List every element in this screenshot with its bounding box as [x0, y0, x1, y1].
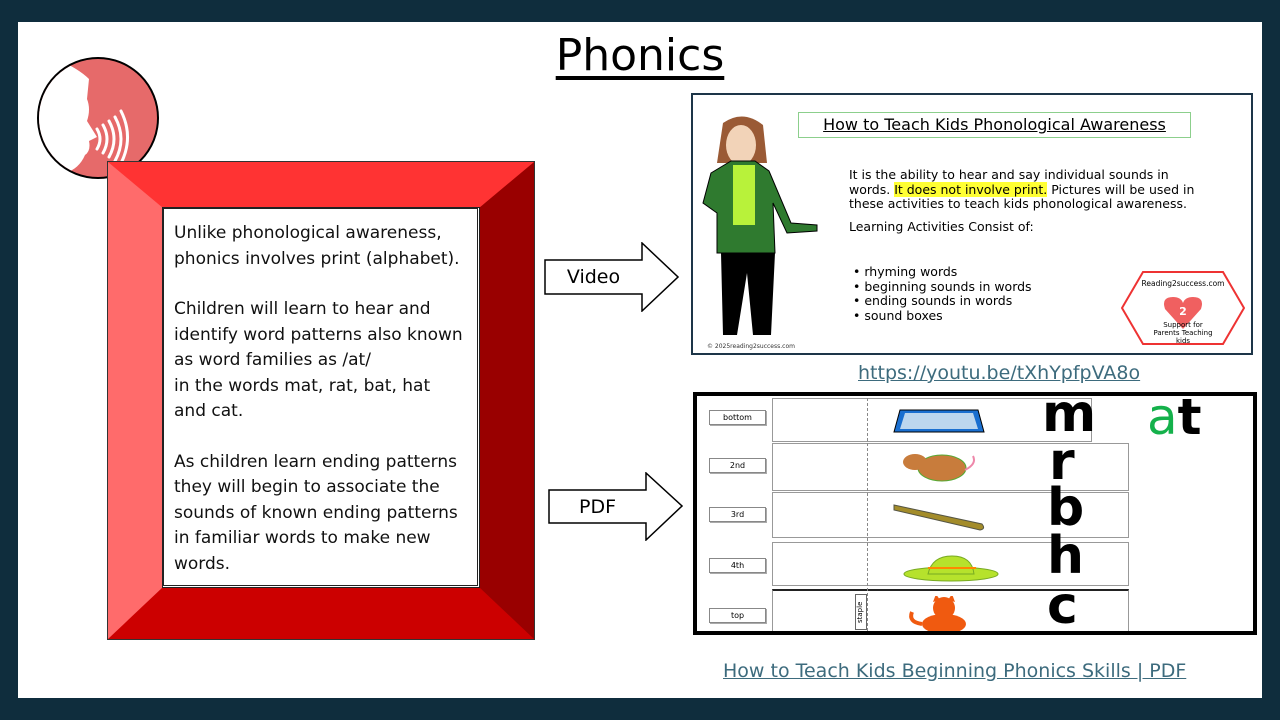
strip-label: bottom — [709, 410, 766, 425]
paragraph: Unlike phonological awareness, phonics i… — [174, 223, 460, 269]
video-arrow: Video — [544, 242, 679, 312]
staple-label: staple — [855, 594, 867, 630]
page-title: Phonics — [555, 30, 725, 81]
description-box: Unlike phonological awareness, phonics i… — [163, 208, 478, 586]
bat-icon — [893, 504, 985, 531]
activities-list: rhyming words beginning sounds in words … — [853, 264, 1032, 324]
activities-heading: Learning Activities Consist of: — [849, 218, 1034, 234]
teacher-illustration — [702, 116, 818, 335]
copyright: © 2025reading2success.com — [707, 343, 795, 350]
letter-m: m — [1042, 392, 1097, 444]
paragraph: Children will learn to hear and identify… — [174, 299, 463, 421]
paragraph: As children learn ending patterns they w… — [174, 451, 458, 574]
pdf-arrow: PDF — [548, 472, 683, 541]
strip — [772, 492, 1129, 538]
pdf-arrow-label: PDF — [578, 495, 617, 518]
video-link[interactable]: https://youtu.be/tXhYpfpVA8o — [858, 362, 1141, 384]
video-title: How to Teach Kids Phonological Awareness — [798, 112, 1191, 138]
list-item: beginning sounds in words — [853, 279, 1031, 295]
red-bevel-frame — [107, 161, 535, 640]
reading2success-logo: Reading2success.com 2 Support for Parent… — [1121, 271, 1245, 345]
video-thumbnail[interactable]: How to Teach Kids Phonological Awareness… — [691, 93, 1253, 355]
rat-icon — [903, 454, 975, 482]
video-description: It is the ability to hear and say indivi… — [849, 167, 1209, 234]
list-item: rhyming words — [853, 264, 1032, 280]
letter-b: b — [1047, 478, 1085, 538]
word-family-at: at — [1147, 392, 1202, 446]
strip-label: 2nd — [709, 458, 766, 473]
pdf-preview[interactable]: bottom 2nd 3rd 4th top staple m r b h c … — [693, 392, 1257, 635]
highlight: It does not involve print. — [894, 181, 1048, 197]
letter-h: h — [1047, 526, 1085, 586]
speaking-head-icon — [37, 57, 159, 179]
strip-label: 4th — [709, 558, 766, 573]
video-arrow-label: Video — [566, 266, 621, 288]
pdf-link[interactable]: How to Teach Kids Beginning Phonics Skil… — [723, 660, 1187, 682]
strip-label: 3rd — [709, 507, 766, 522]
hat-icon — [903, 555, 999, 582]
letter-r: r — [1049, 432, 1075, 492]
mat-icon — [893, 409, 985, 433]
cat-icon — [909, 596, 966, 631]
list-item: ending sounds in words — [853, 293, 1032, 309]
letter-c: c — [1047, 576, 1078, 635]
list-item: sound boxes — [853, 308, 1032, 324]
strip-label: top — [709, 608, 766, 623]
